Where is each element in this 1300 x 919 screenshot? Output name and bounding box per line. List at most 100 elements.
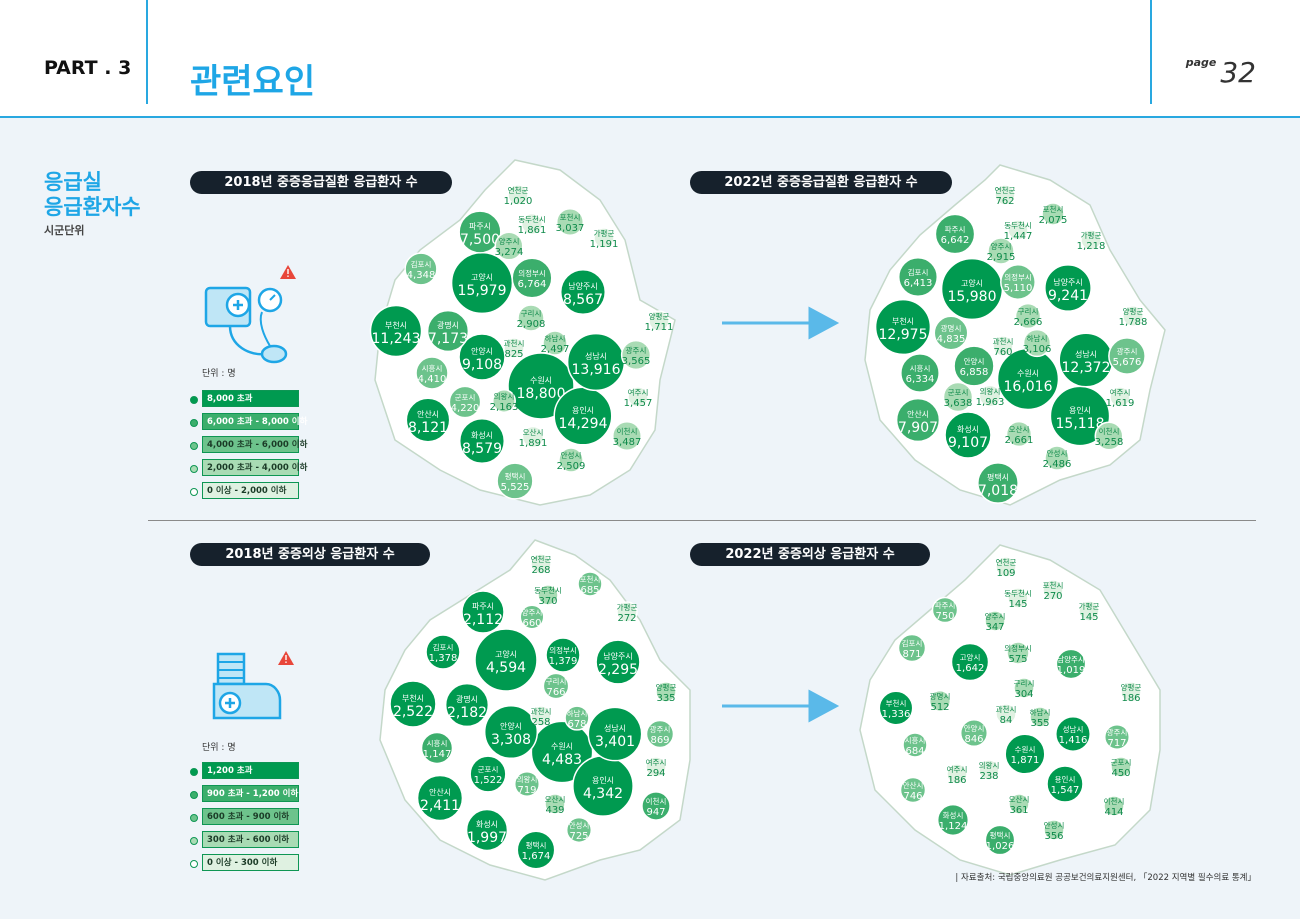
city-bubble-circle — [928, 689, 952, 713]
city-name-label: 광명시 — [456, 694, 478, 704]
city-bubble-circle — [521, 425, 545, 449]
legend-label: 6,000 초과 - 8,000 이하 — [202, 413, 307, 430]
city-bubble-circle — [517, 304, 545, 332]
city-value-label: 270 — [1043, 591, 1062, 602]
city-name-label: 광주시 — [650, 724, 671, 734]
city-bubble-circle — [545, 637, 581, 673]
city-name-label: 구리시 — [546, 677, 567, 686]
city-value-label: 760 — [993, 347, 1012, 358]
city-bubble-circle — [1005, 420, 1033, 448]
section-subtitle: 시군단위 — [44, 224, 85, 237]
city-bubble-circle — [1103, 795, 1125, 817]
city-name-label: 과천시 — [996, 704, 1017, 714]
city-bubble-circle — [1000, 264, 1036, 300]
city-bubble-circle — [416, 774, 464, 822]
city-value-label: 304 — [1014, 689, 1033, 700]
city-bubble-circle — [530, 720, 594, 784]
header-divider-left — [146, 0, 148, 104]
header-divider-right — [1150, 0, 1152, 104]
section-title-line2: 응급환자수 — [44, 195, 141, 219]
city-value-label: 11,243 — [372, 331, 421, 347]
map-title-2022-trauma: 2022년 중증외상 응급환자 수 — [690, 543, 930, 566]
city-bubble-circle — [995, 556, 1017, 578]
city-value-label: 1,416 — [1059, 735, 1088, 746]
city-name-label: 오산시 — [523, 427, 544, 437]
city-bubble-circle — [503, 337, 525, 359]
city-bubble-circle — [987, 237, 1015, 265]
city-name-label: 고양시 — [471, 273, 493, 282]
city-bubble-circle — [1044, 264, 1092, 312]
city-bubble-circle — [897, 633, 927, 663]
city-value-label: 1,963 — [976, 397, 1005, 408]
city-bubble-circle — [953, 345, 995, 387]
city-bubble-circle — [978, 759, 1000, 781]
city-name-label: 수원시 — [1015, 745, 1036, 754]
city-name-label: 용인시 — [1055, 774, 1076, 784]
city-bubble-circle — [977, 462, 1019, 504]
city-bubble-circle — [620, 339, 652, 371]
city-name-label: 평택시 — [526, 840, 547, 850]
city-value-label: 1,861 — [518, 225, 547, 236]
city-bubble-circle — [444, 682, 490, 728]
city-name-label: 하남시 — [1027, 333, 1048, 343]
city-bubble-circle — [616, 601, 638, 623]
city-name-label: 시흥시 — [905, 735, 926, 745]
city-bubble-circle — [1013, 677, 1035, 699]
city-name-label: 안양시 — [471, 346, 493, 356]
city-value-label: 871 — [902, 649, 921, 660]
city-name-label: 양평군 — [656, 682, 677, 692]
city-bubble-circle — [933, 315, 969, 351]
city-name-label: 군포시 — [478, 765, 499, 774]
city-name-label: 포천시 — [580, 574, 601, 584]
legend-label: 900 초과 - 1,200 이하 — [202, 785, 299, 802]
city-name-label: 수원시 — [551, 742, 573, 751]
legend-label: 8,000 초과 — [202, 390, 299, 407]
city-value-label: 1,997 — [467, 830, 507, 846]
city-name-label: 용인시 — [1069, 405, 1091, 415]
city-name-label: 군포시 — [948, 388, 969, 397]
city-value-label: 1,191 — [590, 239, 619, 250]
city-name-label: 안성시 — [561, 450, 582, 460]
city-name-label: 광주시 — [1117, 346, 1138, 356]
city-name-label: 성남시 — [604, 724, 626, 733]
city-name-label: 성남시 — [1075, 350, 1097, 359]
city-value-label: 717 — [1107, 738, 1126, 749]
city-value-label: 1,026 — [986, 841, 1015, 852]
city-value-label: 13,916 — [572, 362, 621, 378]
city-name-label: 안양시 — [964, 356, 985, 366]
city-bubble-circle — [389, 680, 437, 728]
city-value-label: 750 — [935, 611, 954, 622]
city-name-label: 부천시 — [892, 316, 914, 326]
city-name-label: 과천시 — [531, 706, 552, 716]
city-name-label: 평택시 — [990, 830, 1011, 840]
city-value-label: 145 — [1079, 612, 1098, 623]
city-name-label: 의정부시 — [1004, 643, 1032, 653]
